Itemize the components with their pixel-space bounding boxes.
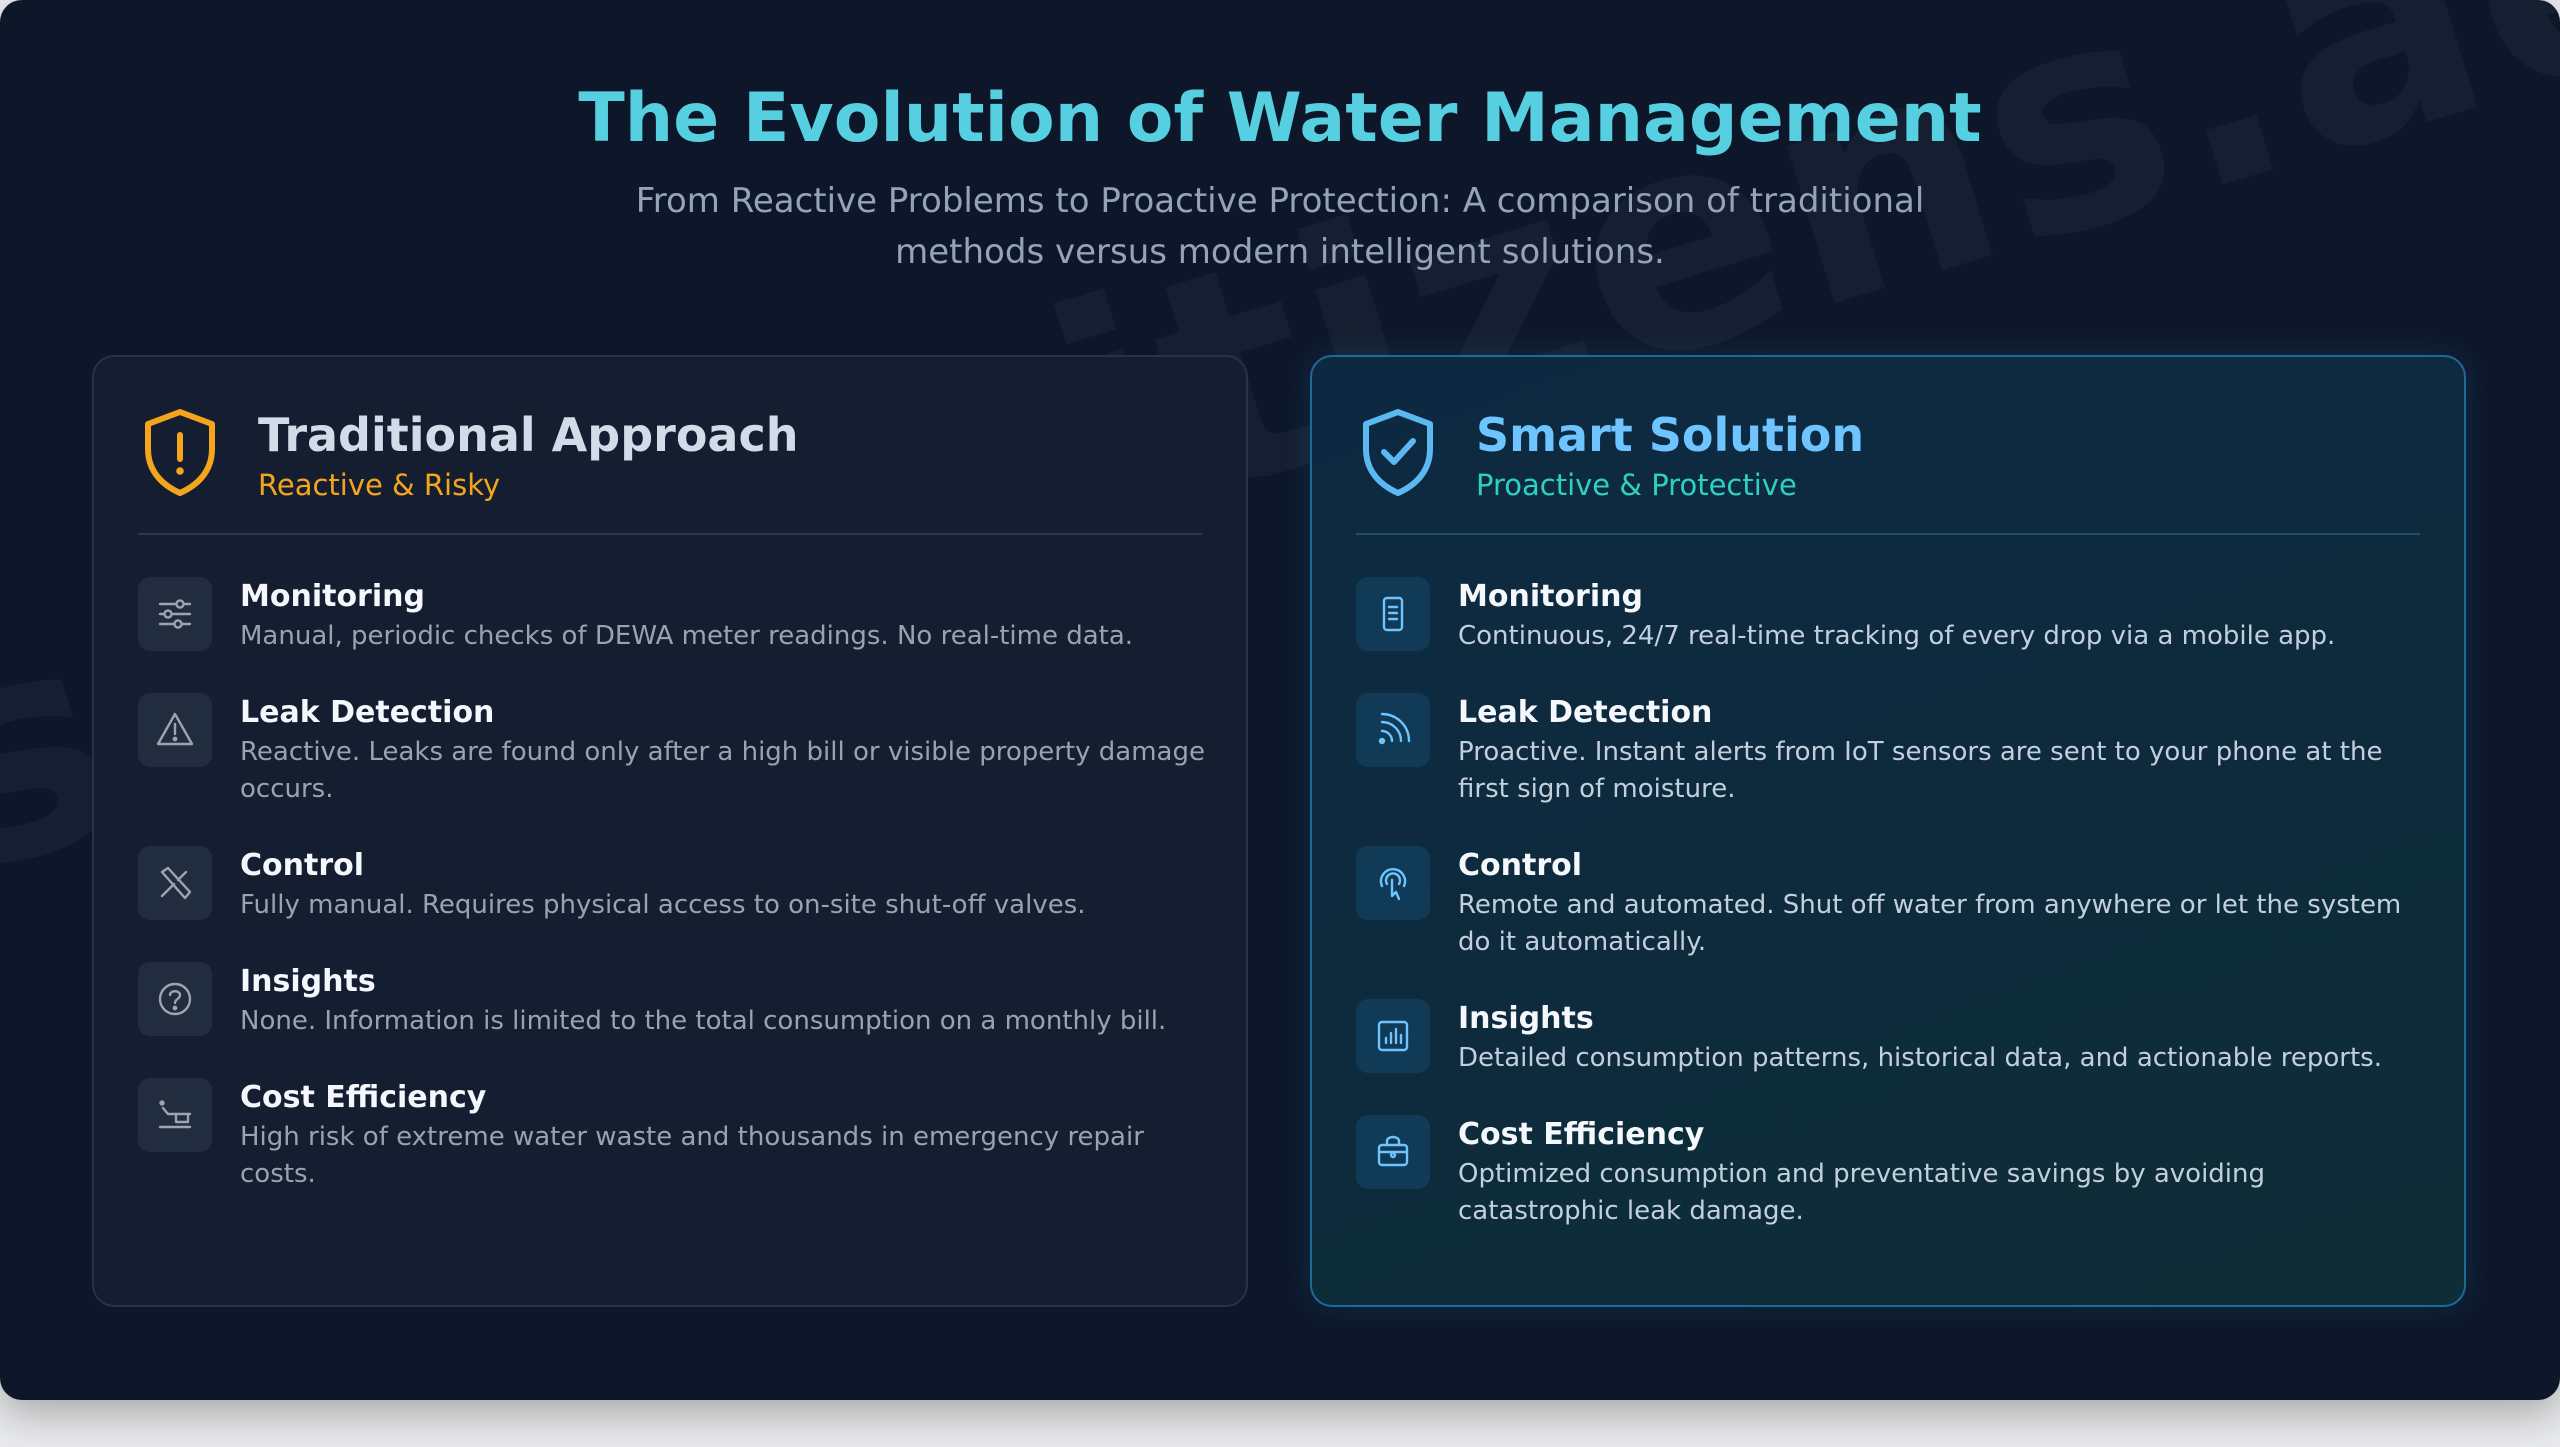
smart-tagline: Proactive & Protective <box>1476 468 1797 502</box>
traditional-tagline: Reactive & Risky <box>258 468 501 502</box>
remote-touch-icon <box>1356 846 1430 920</box>
traditional-card: Traditional Approach Reactive & Risky Mo… <box>92 355 1248 1307</box>
list-item: Cost Efficiency High risk of extreme wat… <box>138 1078 1206 1193</box>
item-title: Cost Efficiency <box>1458 1117 1705 1152</box>
smart-card: Smart Solution Proactive & Protective Mo… <box>1310 355 2466 1307</box>
wrench-icon <box>138 846 212 920</box>
smart-list: Monitoring Continuous, 24/7 real-time tr… <box>1356 577 2424 1268</box>
divider <box>1356 533 2420 535</box>
shield-alert-icon <box>145 409 215 496</box>
item-title: Insights <box>1458 1001 1594 1036</box>
list-item: Cost Efficiency Optimized consumption an… <box>1356 1115 2424 1230</box>
shield-check-icon <box>1363 409 1433 496</box>
list-item: Insights Detailed consumption patterns, … <box>1356 999 2424 1077</box>
page-title: The Evolution of Water Management <box>578 79 1982 158</box>
item-title: Control <box>240 848 365 883</box>
list-item: Insights None. Information is limited to… <box>138 962 1206 1040</box>
list-item: Leak Detection Reactive. Leaks are found… <box>138 693 1206 808</box>
item-description: None. Information is limited to the tota… <box>240 1006 1167 1036</box>
list-item: Control Fully manual. Requires physical … <box>138 846 1206 924</box>
item-description: Optimized consumption and preventative s… <box>1458 1159 2266 1226</box>
item-title: Monitoring <box>240 579 425 614</box>
smartphone-icon <box>1356 577 1430 651</box>
item-title: Monitoring <box>1458 579 1643 614</box>
divider <box>138 533 1202 535</box>
piggy-bank-icon <box>1356 1115 1430 1189</box>
item-description: High risk of extreme water waste and tho… <box>240 1122 1144 1189</box>
faucet-icon <box>138 1078 212 1152</box>
traditional-list: Monitoring Manual, periodic checks of DE… <box>138 577 1206 1231</box>
item-description: Proactive. Instant alerts from IoT senso… <box>1458 737 2383 804</box>
smart-title: Smart Solution <box>1476 408 1865 462</box>
item-description: Manual, periodic checks of DEWA meter re… <box>240 621 1134 651</box>
list-item: Control Remote and automated. Shut off w… <box>1356 846 2424 961</box>
signal-icon <box>1356 693 1430 767</box>
warning-triangle-icon <box>138 693 212 767</box>
item-title: Control <box>1458 848 1583 883</box>
list-item: Monitoring Manual, periodic checks of DE… <box>138 577 1206 655</box>
traditional-title: Traditional Approach <box>258 408 799 462</box>
bar-chart-icon <box>1356 999 1430 1073</box>
item-title: Cost Efficiency <box>240 1080 487 1115</box>
slide: smartcitizens.ae The Evolution of Water … <box>0 0 2560 1400</box>
page-subtitle: From Reactive Problems to Proactive Prot… <box>635 181 1925 272</box>
item-title: Leak Detection <box>1458 695 1713 730</box>
sliders-icon <box>138 577 212 651</box>
item-description: Reactive. Leaks are found only after a h… <box>240 737 1205 804</box>
question-circle-icon <box>138 962 212 1036</box>
list-item: Monitoring Continuous, 24/7 real-time tr… <box>1356 577 2424 655</box>
list-item: Leak Detection Proactive. Instant alerts… <box>1356 693 2424 808</box>
item-description: Fully manual. Requires physical access t… <box>240 890 1086 920</box>
item-description: Continuous, 24/7 real-time tracking of e… <box>1458 621 2336 651</box>
item-description: Remote and automated. Shut off water fro… <box>1458 890 2402 957</box>
item-description: Detailed consumption patterns, historica… <box>1458 1043 2382 1073</box>
item-title: Leak Detection <box>240 695 495 730</box>
item-title: Insights <box>240 964 376 999</box>
